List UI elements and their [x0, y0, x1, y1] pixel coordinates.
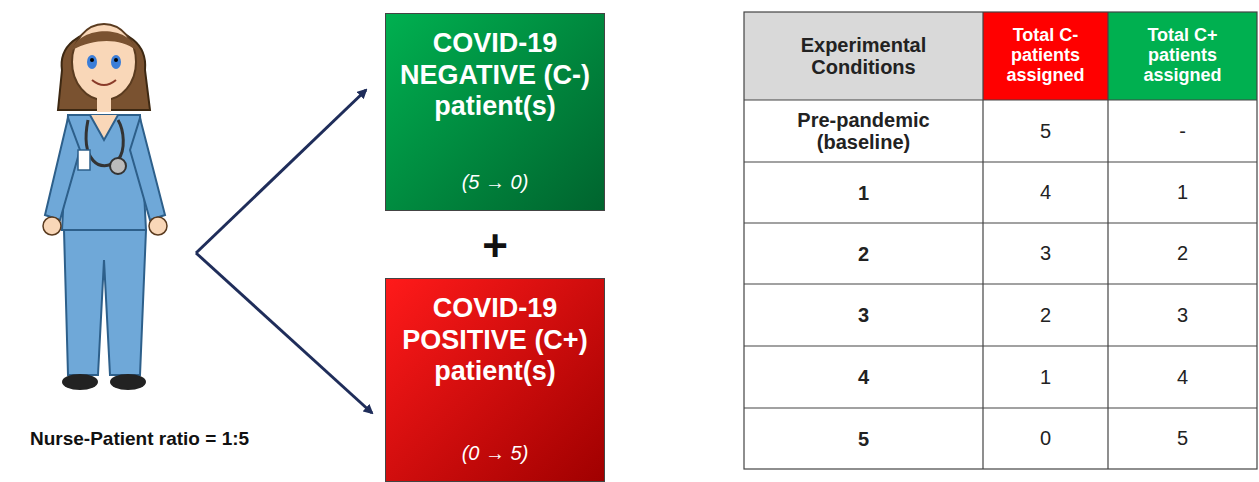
count-cell: 4 [983, 162, 1108, 223]
negative-patient-box: COVID-19 NEGATIVE (C-) patient(s) (5 → 0) [385, 13, 605, 211]
condition-cell: 1 [744, 162, 983, 223]
count-range: (0 → 5) [462, 442, 529, 465]
condition-cell: 2 [744, 223, 983, 284]
table-header: Total C- patients assigned [983, 12, 1108, 100]
count-cell: - [1108, 100, 1257, 162]
nurse-figure [43, 24, 167, 390]
plus-sign: + [470, 222, 520, 270]
table-header: Experimental Conditions [744, 12, 983, 100]
condition-cell: 4 [744, 346, 983, 408]
condition-cell: 3 [744, 284, 983, 346]
positive-patient-box: COVID-19 POSITIVE (C+) patient(s) (0 → 5) [385, 278, 605, 482]
condition-cell: 5 [744, 408, 983, 469]
assignment-arrow [196, 90, 366, 253]
count-cell: 2 [983, 284, 1108, 346]
count-cell: 0 [983, 408, 1108, 469]
box-heading: COVID-19 NEGATIVE (C-) patient(s) [396, 28, 594, 123]
box-heading: COVID-19 POSITIVE (C+) patient(s) [396, 293, 594, 388]
ratio-caption: Nurse-Patient ratio = 1:5 [30, 428, 249, 450]
count-cell: 5 [1108, 408, 1257, 469]
count-cell: 5 [983, 100, 1108, 162]
table-header: Total C+ patients assigned [1108, 12, 1257, 100]
count-cell: 4 [1108, 346, 1257, 408]
count-cell: 1 [983, 346, 1108, 408]
condition-cell: Pre-pandemic (baseline) [744, 100, 983, 162]
count-cell: 2 [1108, 223, 1257, 284]
count-range: (5 → 0) [462, 171, 529, 194]
count-cell: 1 [1108, 162, 1257, 223]
count-cell: 3 [1108, 284, 1257, 346]
count-cell: 3 [983, 223, 1108, 284]
table-grid [744, 12, 1257, 469]
assignment-arrow [196, 253, 372, 413]
